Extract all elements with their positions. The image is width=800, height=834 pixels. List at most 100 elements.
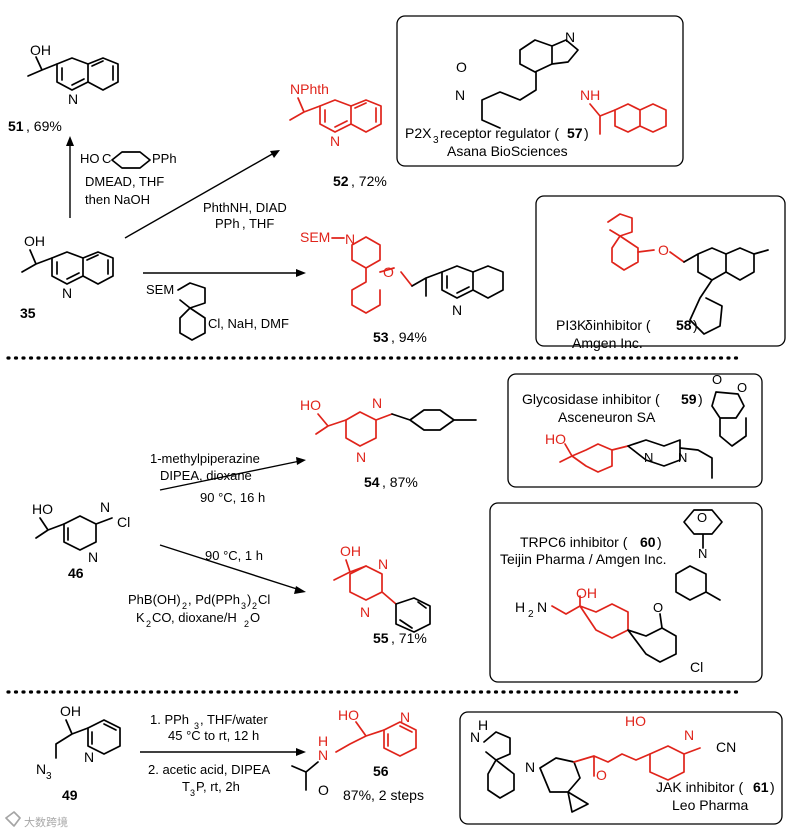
svg-text:大数跨境: 大数跨境 [24, 815, 68, 829]
svg-text:HO: HO [338, 707, 359, 723]
compound-35: OH N 35 [20, 233, 114, 321]
svg-text:1. PPh: 1. PPh [150, 712, 189, 727]
svg-text:K: K [136, 610, 145, 625]
svg-text:61: 61 [753, 779, 769, 795]
svg-text:receptor regulator (: receptor regulator ( [440, 125, 559, 141]
svg-text:O: O [737, 380, 747, 395]
svg-text:Asceneuron SA: Asceneuron SA [558, 409, 656, 425]
svg-text:OH: OH [340, 543, 361, 559]
svg-text:PI3K: PI3K [556, 317, 587, 333]
svg-text:2: 2 [244, 619, 249, 629]
svg-text:N: N [378, 556, 388, 572]
svg-text:Leo Pharma: Leo Pharma [672, 797, 748, 813]
box-59-glycosidase: Glycosidase inhibitor ( 59 ) Asceneuron … [507, 372, 763, 488]
svg-text:N: N [62, 285, 72, 301]
svg-text:N: N [84, 749, 94, 765]
svg-text:NH: NH [580, 87, 600, 103]
compound-49: OH N N 3 49 [36, 703, 121, 803]
svg-text:Cl, NaH, DMF: Cl, NaH, DMF [208, 316, 289, 331]
svg-text:59: 59 [681, 391, 697, 407]
svg-text:N: N [68, 91, 78, 107]
reagents-54: 1-methylpiperazine DIPEA, dioxane 90 °C,… [150, 451, 265, 505]
svg-text:N: N [678, 450, 687, 465]
svg-text:, 69%: , 69% [26, 118, 62, 134]
svg-text:90 °C, 16 h: 90 °C, 16 h [200, 490, 265, 505]
svg-text:, 72%: , 72% [351, 173, 387, 189]
svg-text:): ) [770, 779, 775, 795]
svg-text:HO: HO [300, 397, 321, 413]
compound-51: OH N 51 , 69% [8, 42, 119, 134]
svg-text:DIPEA, dioxane: DIPEA, dioxane [160, 468, 252, 483]
watermark: 大数跨境 [5, 811, 68, 829]
svg-text:Teijin Pharma / Amgen Inc.: Teijin Pharma / Amgen Inc. [500, 551, 667, 567]
svg-text:N: N [452, 302, 462, 318]
svg-text:O: O [318, 782, 329, 798]
compound-46: HO N Cl N 46 [32, 499, 130, 581]
svg-text:N: N [470, 729, 480, 745]
svg-text:54: 54 [364, 474, 380, 490]
svg-text:, THF/water: , THF/water [200, 712, 268, 727]
svg-text:then NaOH: then NaOH [85, 192, 150, 207]
svg-text:TRPC6 inhibitor (: TRPC6 inhibitor ( [520, 534, 628, 550]
svg-text:C: C [102, 151, 111, 166]
box-61-jak: N H N O HO N CN JAK inhibitor ( 61 ) Leo… [459, 711, 783, 825]
svg-text:N: N [537, 599, 547, 615]
svg-text:N: N [644, 450, 653, 465]
svg-text:, 87%: , 87% [382, 474, 418, 490]
svg-text:): ) [693, 317, 698, 333]
svg-text:90 °C, 1 h: 90 °C, 1 h [205, 548, 263, 563]
svg-text:N: N [525, 759, 535, 775]
svg-text:SEM: SEM [146, 282, 174, 297]
svg-text:N: N [400, 709, 410, 725]
svg-text:N: N [100, 499, 110, 515]
reagents-52: PhthNH, DIAD PPh , THF [203, 200, 287, 231]
svg-text:OH: OH [30, 42, 51, 58]
svg-text:2: 2 [528, 609, 534, 620]
svg-text:3: 3 [194, 721, 199, 731]
svg-text:55: 55 [373, 630, 389, 646]
svg-text:O: O [697, 510, 707, 525]
svg-text:N: N [698, 546, 707, 561]
svg-text:N: N [36, 761, 46, 777]
svg-text:HO: HO [625, 713, 646, 729]
svg-text:35: 35 [20, 305, 36, 321]
svg-text:, 94%: , 94% [391, 329, 427, 345]
svg-text:): ) [698, 391, 703, 407]
svg-text:NPhth: NPhth [290, 81, 329, 97]
svg-text:53: 53 [373, 329, 389, 345]
svg-text:PPh: PPh [152, 151, 177, 166]
svg-text:CN: CN [716, 739, 736, 755]
svg-text:58: 58 [676, 317, 692, 333]
reagents-55: 90 °C, 1 h PhB(OH) 2 , Pd(PPh 3 ) 2 Cl K… [128, 548, 270, 629]
reagents-53: SEM Cl, NaH, DMF [146, 282, 289, 341]
svg-text:PPh: PPh [215, 216, 240, 231]
svg-text:N: N [356, 449, 366, 465]
box-58-pi3k: O PI3K δ inhibitor ( 58 ) Amgen Inc. [535, 195, 786, 351]
svg-text:H: H [478, 717, 488, 733]
svg-text:): ) [584, 125, 589, 141]
svg-text:3: 3 [433, 135, 439, 146]
compound-55: OH N N 55 , 71% [333, 543, 431, 646]
svg-text:57: 57 [567, 125, 583, 141]
box-57-p2x3: N O N NH P2X 3 receptor regulator ( 57 )… [396, 15, 684, 167]
svg-text:O: O [250, 610, 260, 625]
svg-text:46: 46 [68, 565, 84, 581]
svg-text:52: 52 [333, 173, 349, 189]
svg-text:OH: OH [24, 233, 45, 249]
compound-56: HO N H N O 56 87%, 2 steps [291, 707, 424, 803]
svg-text:N: N [455, 87, 465, 103]
svg-text:inhibitor (: inhibitor ( [593, 317, 651, 333]
svg-text:SEM: SEM [300, 229, 330, 245]
svg-text:DMEAD, THF: DMEAD, THF [85, 174, 164, 189]
svg-text:3: 3 [241, 601, 246, 611]
svg-text:1-methylpiperazine: 1-methylpiperazine [150, 451, 260, 466]
svg-text:HO: HO [545, 431, 566, 447]
compound-54: HO N N 54 , 87% [300, 395, 477, 490]
svg-text:CO: CO [152, 610, 172, 625]
svg-text:OH: OH [576, 585, 597, 601]
svg-text:3: 3 [190, 788, 195, 798]
svg-text:, dioxane/H: , dioxane/H [171, 610, 237, 625]
svg-text:49: 49 [62, 787, 78, 803]
svg-text:N: N [345, 231, 355, 247]
